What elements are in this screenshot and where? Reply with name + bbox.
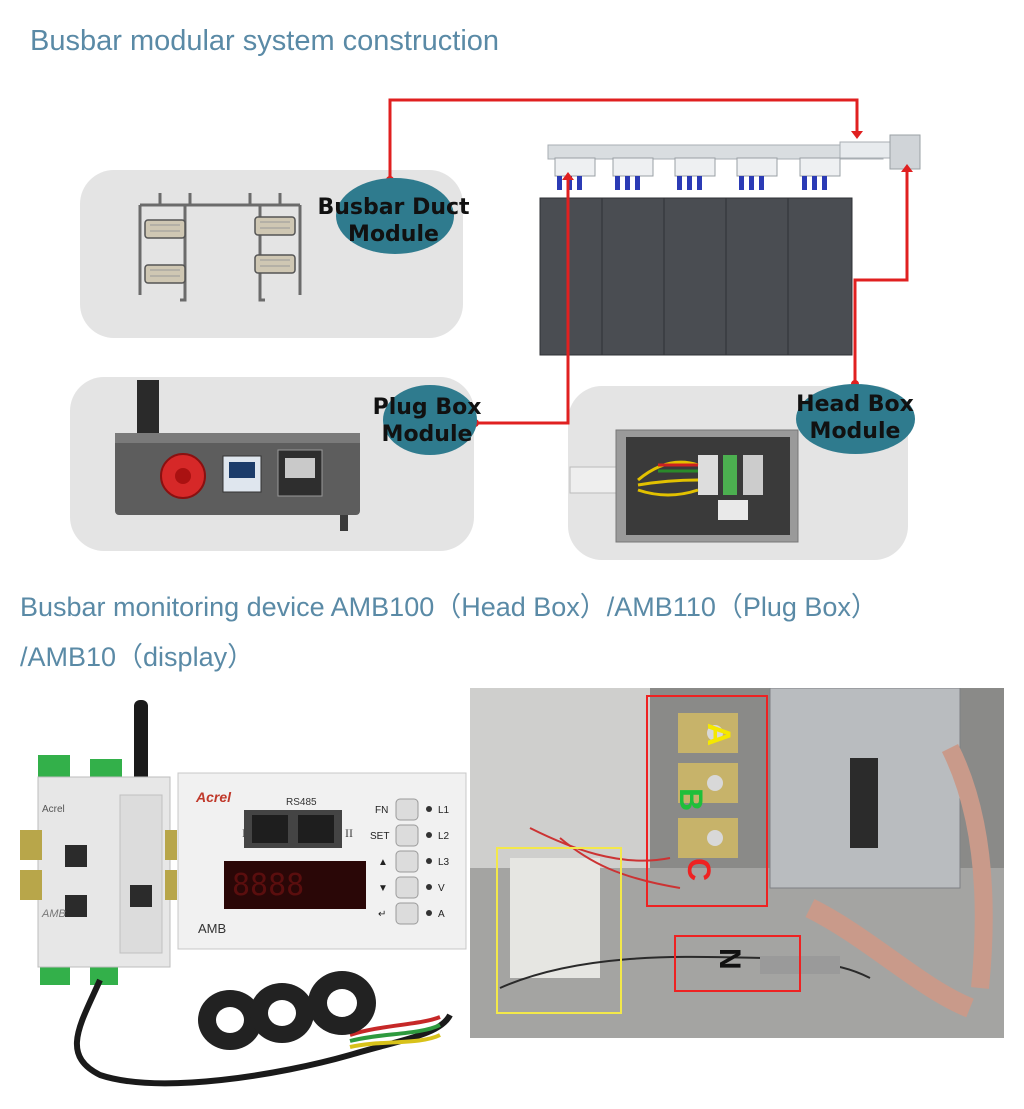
busbar-duct-label-line1: Busbar Duct <box>317 195 470 220</box>
plug-box-module-image <box>115 380 360 531</box>
device-subtitle-line1: Busbar monitoring device AMB100（Head Box… <box>20 592 878 622</box>
button-down-label: ▼ <box>378 883 388 894</box>
headbox-installation-photo: A B C N <box>470 688 1004 1038</box>
device-subtitle-line2: /AMB10（display） <box>20 642 255 672</box>
head-box-bubble <box>796 384 915 454</box>
busbar-duct-module-image <box>138 193 302 302</box>
display-model-text: AMB <box>198 921 226 936</box>
led-l1-label: L1 <box>438 805 450 816</box>
phase-b-label: B <box>673 788 709 811</box>
button-up-label: ▲ <box>378 857 388 868</box>
amb-device-image: Acrel AMB Acrel RS485 I II 8888 AMB FN S… <box>20 700 467 1087</box>
head-box-label: Head Box Module <box>779 391 931 445</box>
plug-box-label: Plug Box Module <box>352 394 502 448</box>
port-left-label: I <box>242 826 246 840</box>
busbar-duct-label-line2: Module <box>348 222 439 247</box>
busbar-duct-bubble <box>336 178 454 254</box>
button-set-label: SET <box>370 831 389 842</box>
plug-box-label-line1: Plug Box <box>372 395 482 420</box>
svg-text:8888: 8888 <box>232 868 304 903</box>
plug-box-bubble <box>383 385 477 455</box>
module-brand-text: Acrel <box>42 804 65 815</box>
phase-c-label: C <box>681 858 717 881</box>
display-brand-text: Acrel <box>195 789 232 805</box>
page-title: Busbar modular system construction <box>30 25 500 57</box>
button-fn-label: FN <box>375 805 388 816</box>
head-box-label-line1: Head Box <box>796 392 914 417</box>
port-right-label: II <box>345 826 353 840</box>
switchgear-cabinet-row <box>539 134 921 356</box>
led-v-label: V <box>438 883 445 894</box>
display-port-label: RS485 <box>286 797 317 808</box>
led-a-label: A <box>438 909 445 920</box>
button-enter-label: ↵ <box>378 909 386 920</box>
busbar-duct-label: Busbar Duct Module <box>306 194 481 248</box>
plug-box-label-line2: Module <box>381 422 473 447</box>
connector-lines <box>386 98 913 427</box>
module-name-text: AMB <box>41 908 66 920</box>
head-box-label-line2: Module <box>809 419 901 444</box>
headbox-installation-drawing: A B C N <box>470 688 1004 1038</box>
phase-a-label: A <box>701 723 737 746</box>
led-l2-label: L2 <box>438 831 450 842</box>
phase-n-label: N <box>713 948 746 970</box>
led-l3-label: L3 <box>438 857 450 868</box>
head-box-module-image <box>569 429 799 543</box>
